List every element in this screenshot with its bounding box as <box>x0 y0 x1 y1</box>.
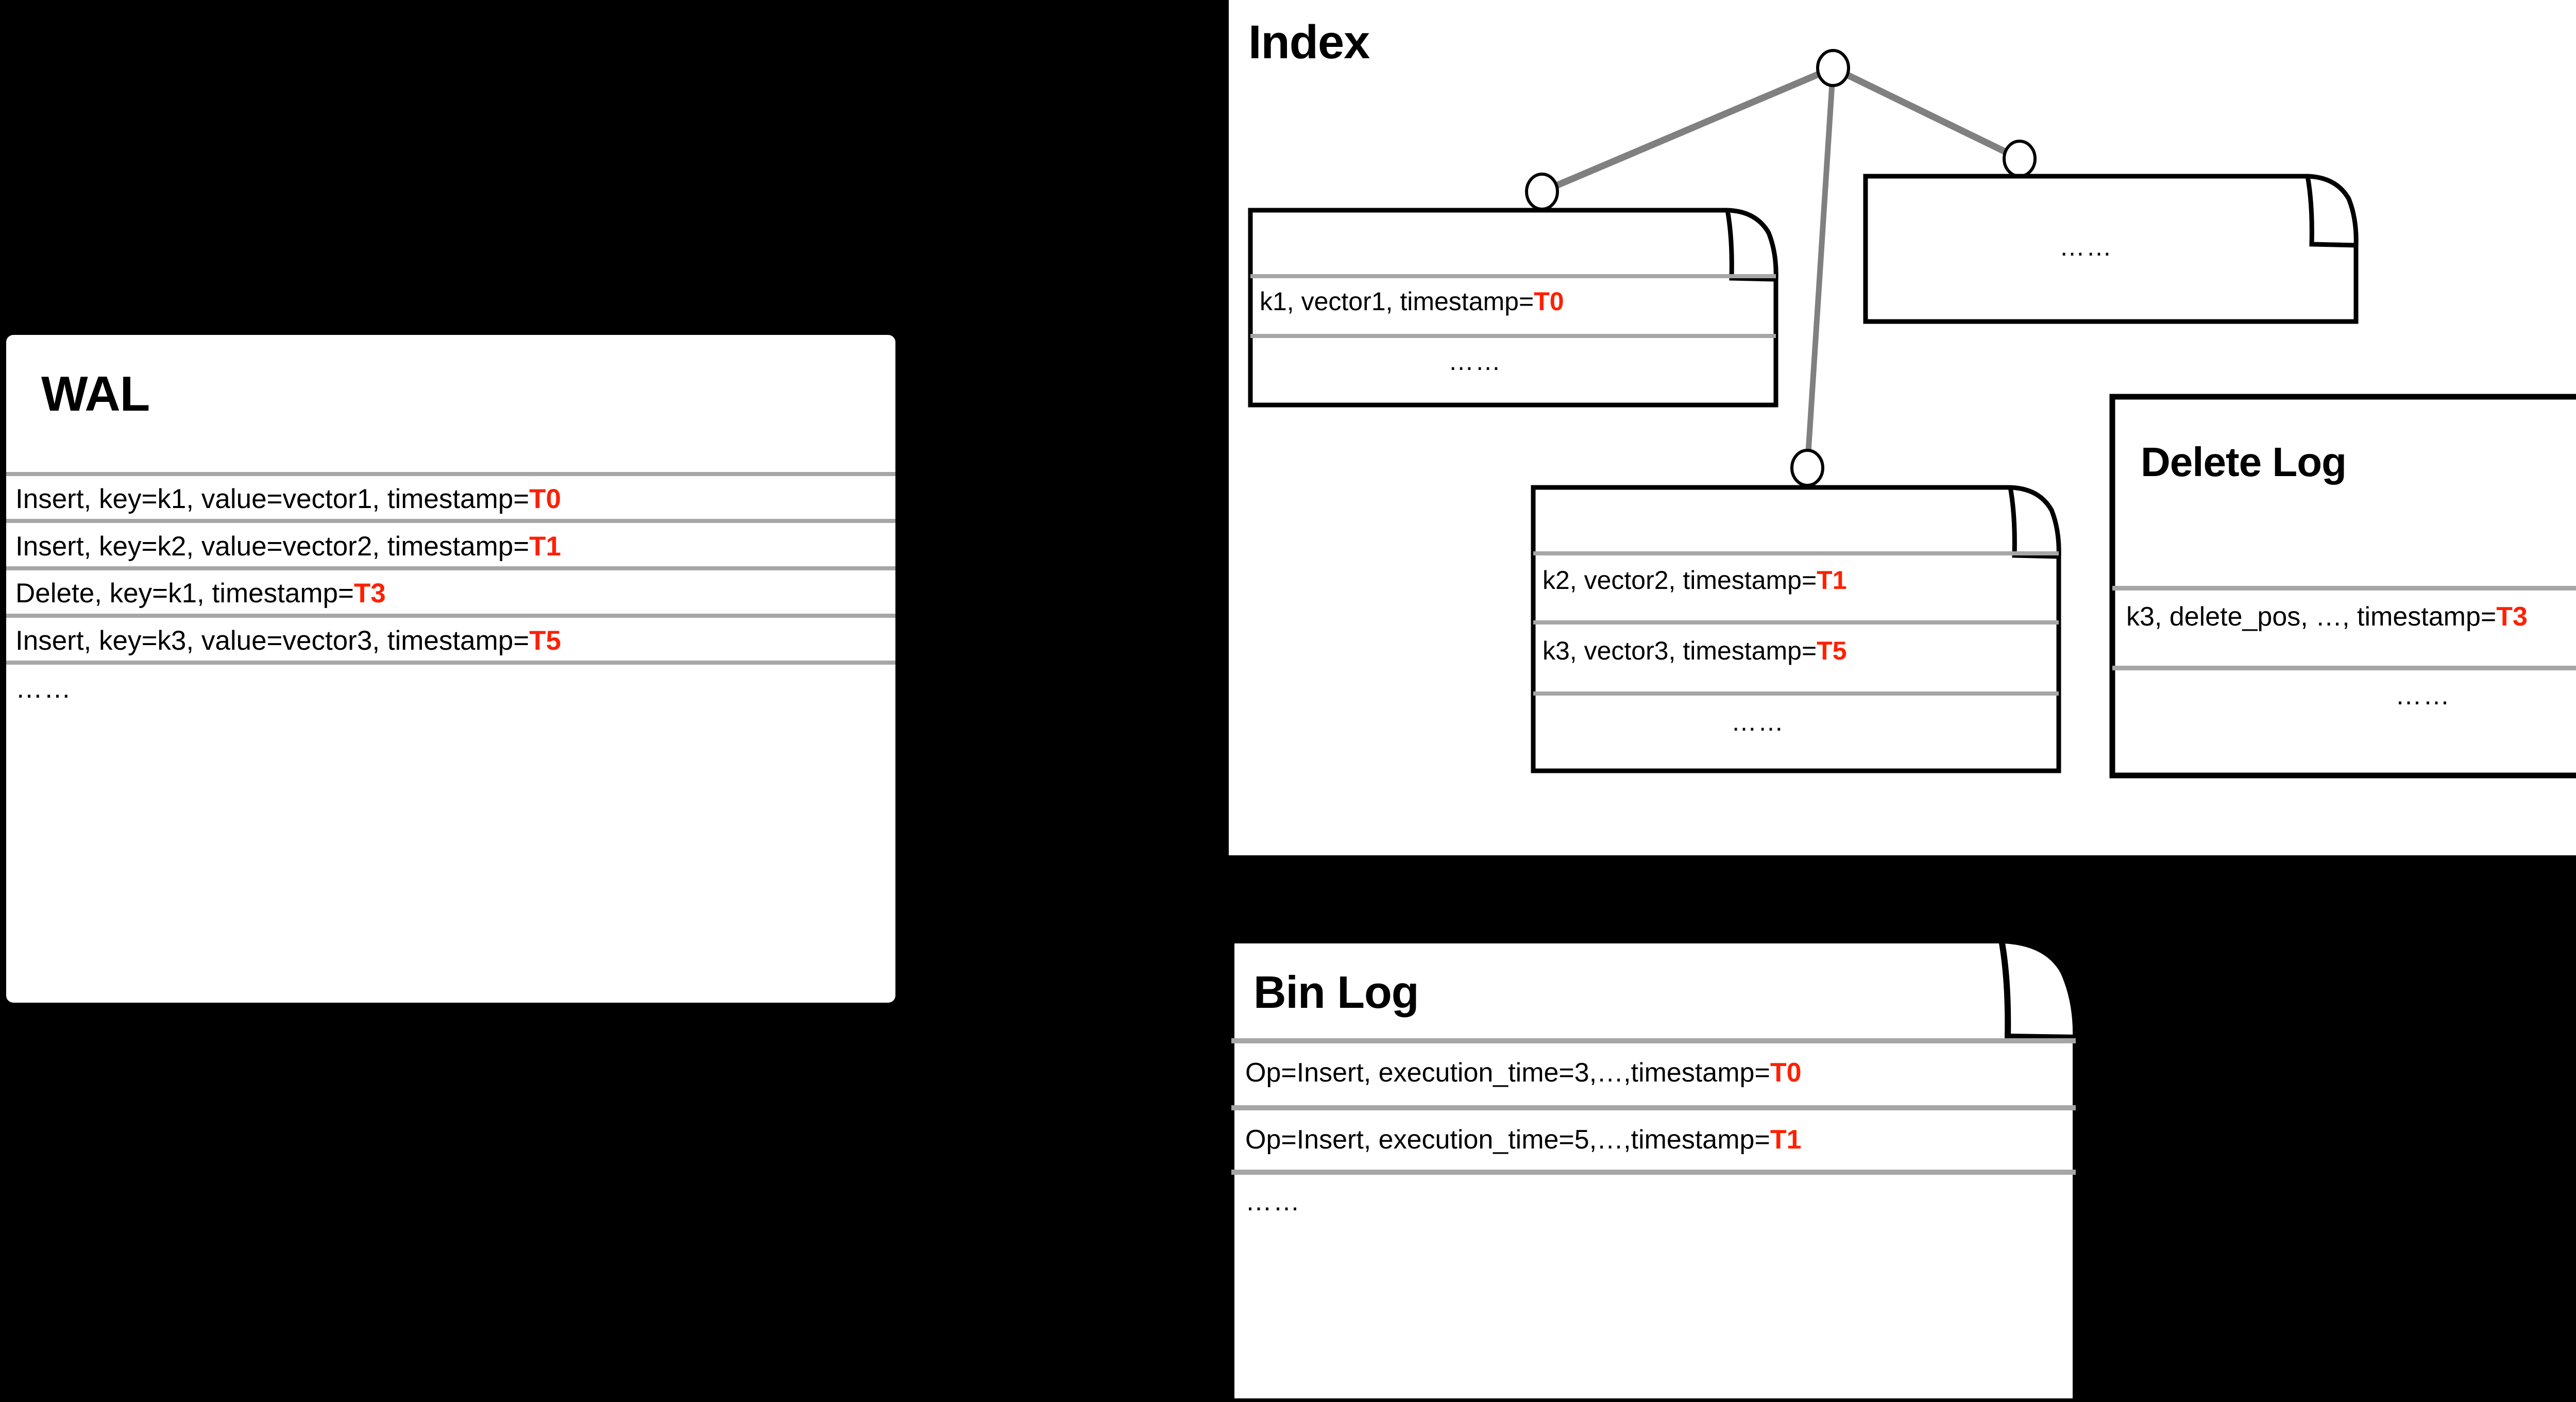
index-leaf-row: k1, vector1, timestamp=T0 <box>1260 286 1564 316</box>
index-leaf-row-timestamp: T0 <box>1534 287 1564 316</box>
index-leaf-row-ellipsis: …… <box>1731 707 1785 736</box>
bin-log-row-timestamp: T1 <box>1770 1125 1802 1155</box>
index-leaf-card-k2k3: k2, vector2, timestamp=T1 k3, vector3, t… <box>1531 485 2061 773</box>
index-title: Index <box>1248 16 1370 69</box>
bin-log-row-text: Op=Insert, execution_time=5,…,timestamp= <box>1245 1125 1770 1155</box>
index-leaf-card-right: …… <box>1863 174 2359 324</box>
bin-log-row: Op=Insert, execution_time=3,…,timestamp=… <box>1245 1057 1802 1088</box>
wal-row-text: Insert, key=k3, value=vector3, timestamp… <box>15 626 530 656</box>
wal-divider-4 <box>6 661 895 665</box>
wal-title: WAL <box>41 366 150 421</box>
tree-node-right <box>2003 140 2037 178</box>
delete-log-title: Delete Log <box>2141 439 2347 485</box>
wal-row-timestamp: T5 <box>529 626 562 656</box>
doc-shape <box>1531 485 2061 773</box>
bin-log-title: Bin Log <box>1253 967 1419 1018</box>
index-leaf-row: k3, vector3, timestamp=T5 <box>1543 636 1847 666</box>
wal-row-timestamp: T3 <box>353 578 386 609</box>
index-leaf-row-text: k1, vector1, timestamp= <box>1260 287 1534 316</box>
wal-divider-2 <box>6 566 895 570</box>
tree-node-root <box>1816 49 1850 87</box>
tree-node-mid <box>1790 449 1824 487</box>
index-panel: Index k1, vector1, timestamp=T0 <box>1229 0 2576 855</box>
index-leaf-row-ellipsis: …… <box>1448 347 1502 376</box>
index-leaf-row-ellipsis: …… <box>2059 232 2113 261</box>
bin-log-row-timestamp: T0 <box>1770 1058 1802 1088</box>
index-leaf-row-timestamp: T5 <box>1817 636 1847 665</box>
card-divider <box>1231 1105 2076 1110</box>
wal-row: Delete, key=k1, timestamp=T3 <box>15 578 386 609</box>
wal-row-timestamp: T0 <box>529 484 562 514</box>
tree-node-left <box>1525 173 1559 211</box>
card-divider <box>1250 274 1776 278</box>
wal-row-ellipsis: …… <box>15 673 72 704</box>
bin-log-card: Bin Log Op=Insert, execution_time=3,…,ti… <box>1228 937 2222 1402</box>
tree-edge-root-right <box>1832 65 2021 162</box>
bin-log-row-ellipsis: …… <box>1245 1187 1301 1217</box>
bin-log-row-text: Op=Insert, execution_time=3,…,timestamp= <box>1245 1058 1770 1088</box>
delete-log-card: Delete Log k3, delete_pos, …, timestamp=… <box>2109 394 2576 779</box>
bin-log-row: Op=Insert, execution_time=5,…,timestamp=… <box>1245 1124 1802 1155</box>
wal-row-text: Delete, key=k1, timestamp= <box>15 578 354 609</box>
index-leaf-row-text: k2, vector2, timestamp= <box>1543 566 1817 595</box>
index-leaf-row-timestamp: T1 <box>1817 566 1847 595</box>
wal-divider-0 <box>6 472 895 476</box>
card-divider <box>2112 666 2576 670</box>
wal-panel: WAL Insert, key=k1, value=vector1, times… <box>6 335 895 1003</box>
delete-log-row-ellipsis: …… <box>2395 681 2451 711</box>
index-leaf-row-text: k3, vector3, timestamp= <box>1543 636 1817 665</box>
wal-divider-3 <box>6 614 895 618</box>
wal-row-text: Insert, key=k2, value=vector2, timestamp… <box>15 531 530 562</box>
card-divider <box>1533 551 2059 555</box>
wal-row: Insert, key=k3, value=vector3, timestamp… <box>15 625 561 656</box>
card-divider <box>1250 334 1776 338</box>
wal-row: Insert, key=k1, value=vector1, timestamp… <box>15 483 561 515</box>
doc-shape <box>1248 208 1778 408</box>
tree-edge-root-mid <box>1804 67 1836 468</box>
card-divider <box>1533 691 2059 696</box>
wal-divider-1 <box>6 519 895 523</box>
wal-row-text: Insert, key=k1, value=vector1, timestamp… <box>15 484 530 514</box>
index-leaf-row: k2, vector2, timestamp=T1 <box>1543 565 1847 595</box>
card-divider <box>1533 620 2059 624</box>
card-divider <box>1231 1038 2076 1043</box>
delete-log-row: k3, delete_pos, …, timestamp=T3 <box>2126 601 2528 632</box>
wal-row-timestamp: T1 <box>529 531 562 562</box>
delete-log-row-timestamp: T3 <box>2496 602 2528 632</box>
tree-edge-root-left <box>1540 65 1835 195</box>
index-leaf-card-k1: k1, vector1, timestamp=T0 …… <box>1248 208 1778 408</box>
wal-row: Insert, key=k2, value=vector2, timestamp… <box>15 531 561 562</box>
card-divider <box>1231 1170 2076 1175</box>
delete-log-row-text: k3, delete_pos, …, timestamp= <box>2126 602 2497 632</box>
card-divider <box>2112 586 2576 590</box>
doc-shape <box>1863 174 2359 324</box>
